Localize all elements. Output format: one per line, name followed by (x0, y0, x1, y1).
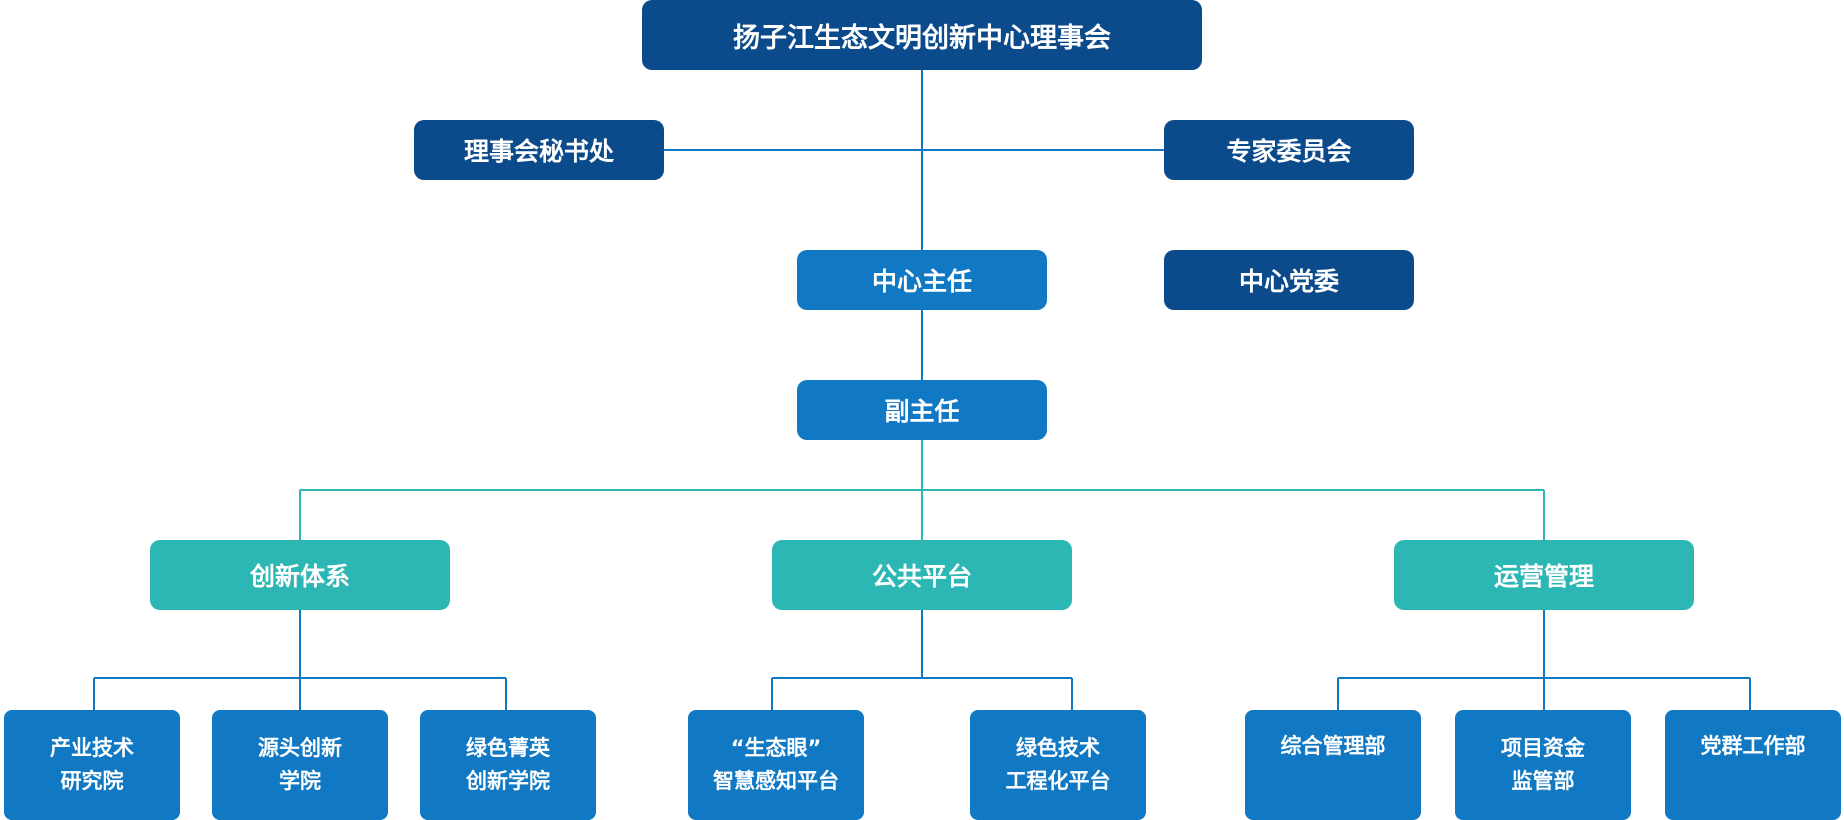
expert-committee-label: 专家委员会 (1226, 137, 1352, 166)
unit-label-line1: 绿色技术 (1016, 736, 1100, 760)
group-node-operations-management: 运营管理 (1394, 540, 1694, 610)
unit-label-line2: 监管部 (1511, 769, 1575, 793)
party-committee-label: 中心党委 (1238, 267, 1339, 296)
unit-label-line1: 党群工作部 (1700, 734, 1806, 758)
group-label: 公共平台 (871, 562, 972, 591)
unit-label-line1: 源头创新 (258, 736, 342, 760)
unit-label-line1: 综合管理部 (1280, 734, 1386, 758)
group-node-public-platform: 公共平台 (772, 540, 1072, 610)
group-node-innovation-system: 创新体系 (150, 540, 450, 610)
board-of-directors-node: 扬子江生态文明创新中心理事会 (642, 0, 1202, 70)
board-of-directors-label: 扬子江生态文明创新中心理事会 (733, 22, 1111, 54)
unit-node: 产业技术 研究院 (4, 710, 180, 820)
unit-node: 源头创新 学院 (212, 710, 388, 820)
unit-label-line2: 创新学院 (466, 769, 550, 793)
unit-label-line2: 研究院 (60, 769, 124, 793)
unit-node: 综合管理部 (1245, 710, 1421, 820)
expert-committee-node: 专家委员会 (1164, 120, 1414, 180)
unit-label-line1: “生态眼” (730, 736, 822, 760)
director-label: 中心主任 (871, 267, 972, 296)
director-node: 中心主任 (797, 250, 1047, 310)
unit-node: 绿色技术 工程化平台 (970, 710, 1146, 820)
secretariat-label: 理事会秘书处 (463, 137, 614, 166)
unit-label-line1: 产业技术 (50, 736, 134, 760)
unit-label-line1: 绿色菁英 (466, 736, 550, 760)
party-committee-node: 中心党委 (1164, 250, 1414, 310)
secretariat-node: 理事会秘书处 (414, 120, 664, 180)
deputy-director-label: 副主任 (884, 397, 960, 426)
unit-label-line1: 项目资金 (1501, 736, 1585, 760)
unit-node: 绿色菁英 创新学院 (420, 710, 596, 820)
unit-node: “生态眼” 智慧感知平台 (688, 710, 864, 820)
unit-label-line2: 工程化平台 (1005, 769, 1111, 793)
unit-label-line2: 智慧感知平台 (713, 769, 839, 793)
unit-node: 党群工作部 (1665, 710, 1841, 820)
deputy-director-node: 副主任 (797, 380, 1047, 440)
unit-label-line2: 学院 (279, 769, 321, 793)
group-label: 创新体系 (249, 562, 350, 591)
unit-node: 项目资金 监管部 (1455, 710, 1631, 820)
group-label: 运营管理 (1493, 562, 1594, 591)
